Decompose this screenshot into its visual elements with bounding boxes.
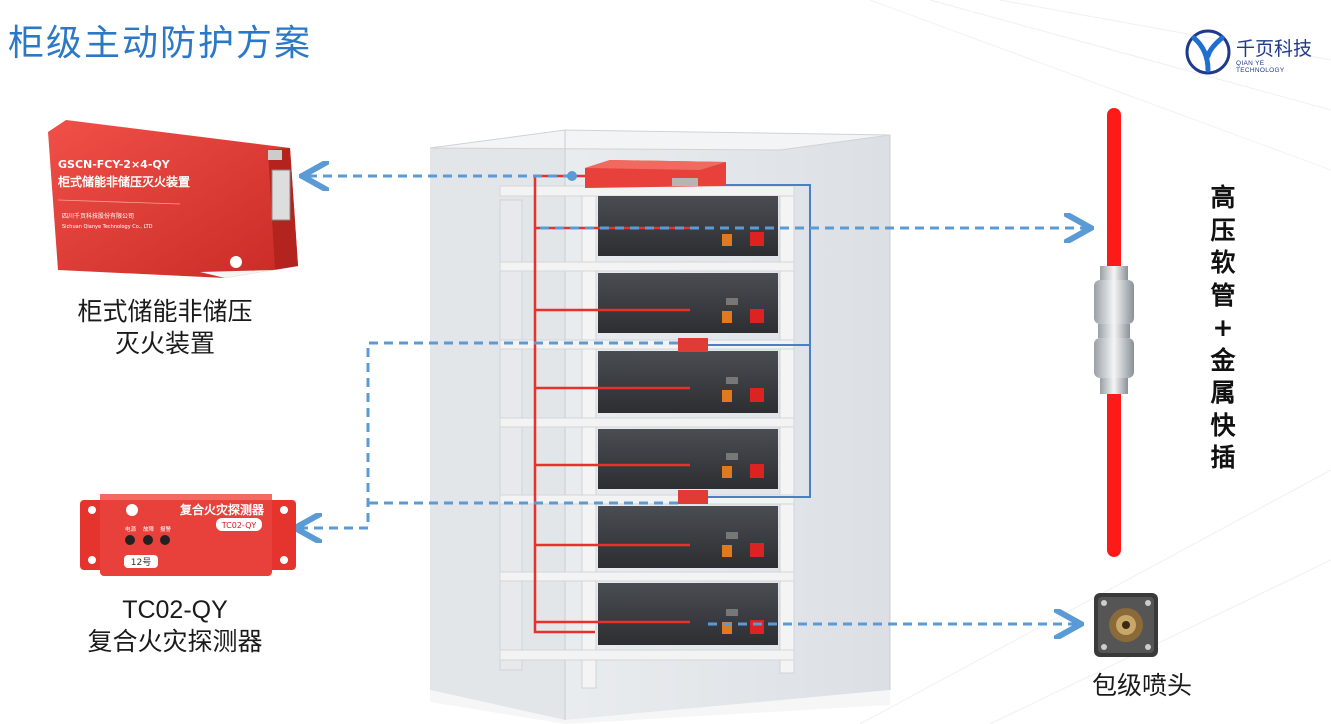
detector-title: 复合火灾探测器 bbox=[179, 502, 265, 517]
battery-pack bbox=[598, 583, 778, 645]
quick-connector bbox=[1094, 266, 1134, 394]
nozzle-caption: 包级喷头 bbox=[1091, 671, 1192, 700]
detector-number-tag: 12号 bbox=[131, 557, 151, 568]
extinguisher-company-cn: 四川千页科技股份有限公司 bbox=[62, 212, 134, 220]
hose-label-char: 属 bbox=[1210, 378, 1236, 407]
hose-label-char: 高 bbox=[1210, 183, 1236, 212]
extinguisher-caption-line1: 柜式储能非储压 bbox=[77, 297, 253, 326]
arrow-to-detector bbox=[298, 341, 678, 528]
detector-model-tag: TC02-QY bbox=[221, 521, 257, 530]
logo-y-icon bbox=[1185, 29, 1231, 75]
detector-caption-line2: 复合火灾探测器 bbox=[87, 627, 263, 656]
extinguisher-logo-icon bbox=[230, 256, 242, 268]
hose-assembly bbox=[1094, 108, 1134, 557]
detector-device: 复合火灾探测器 TC02-QY 电源 故障 报警 12号 bbox=[80, 494, 296, 576]
fault-led bbox=[143, 535, 153, 545]
extinguisher-caption: 柜式储能非储压 灭火装置 bbox=[55, 296, 275, 360]
junction-dot bbox=[567, 171, 577, 181]
detector-caption: TC02-QY 复合火灾探测器 bbox=[55, 594, 295, 658]
hose-label-char: 软 bbox=[1210, 248, 1236, 277]
hose-label-char: 快 bbox=[1210, 410, 1236, 440]
nozzle-device bbox=[1094, 593, 1158, 657]
rack-detector bbox=[678, 338, 708, 352]
battery-pack bbox=[598, 506, 778, 568]
battery-pack bbox=[598, 196, 778, 256]
signal-wires bbox=[700, 184, 811, 498]
battery-pack bbox=[598, 273, 778, 333]
hose-label-char: 压 bbox=[1210, 215, 1236, 245]
hose-label-char: 插 bbox=[1210, 443, 1236, 472]
alarm-led bbox=[160, 535, 170, 545]
hose-label-char: 管 bbox=[1210, 280, 1236, 310]
internal-pipes bbox=[533, 174, 690, 634]
indicator-label: 报警 bbox=[160, 525, 172, 533]
indicator-label: 故障 bbox=[143, 525, 155, 533]
hose-label-char: + bbox=[1212, 313, 1234, 342]
page-title: 柜级主动防护方案 bbox=[8, 23, 313, 64]
extinguisher-company-en: Sichuan Qianye Technology Co., LTD bbox=[62, 224, 153, 230]
detector-caption-line1: TC02-QY bbox=[122, 596, 228, 624]
dashed-arrows bbox=[298, 176, 1088, 624]
hose-label-char: 金 bbox=[1210, 345, 1236, 375]
battery-pack bbox=[598, 351, 778, 413]
battery-packs bbox=[598, 196, 778, 645]
logo-subtitle: QIAN YE TECHNOLOGY bbox=[1236, 60, 1285, 74]
extinguisher-device: GSCN-FCY-2×4-QY 柜式储能非储压灭火装置 四川千页科技股份有限公司… bbox=[48, 120, 298, 278]
battery-pack bbox=[598, 429, 778, 489]
extinguisher-device-name: 柜式储能非储压灭火装置 bbox=[57, 174, 190, 189]
rack-detector bbox=[678, 490, 708, 504]
cabinet-extinguisher bbox=[585, 160, 726, 188]
detector-logo-icon bbox=[126, 504, 138, 516]
company-logo: 千页科技 QIAN YE TECHNOLOGY bbox=[1184, 28, 1314, 78]
extinguisher-caption-line2: 灭火装置 bbox=[114, 329, 215, 358]
hose-label-vertical: 高 压 软 管 + 金 属 快 插 bbox=[1205, 182, 1241, 475]
indicator-label: 电源 bbox=[125, 525, 137, 533]
extinguisher-model: GSCN-FCY-2×4-QY bbox=[58, 158, 171, 171]
logo-name: 千页科技 bbox=[1236, 38, 1313, 60]
power-led bbox=[125, 535, 135, 545]
